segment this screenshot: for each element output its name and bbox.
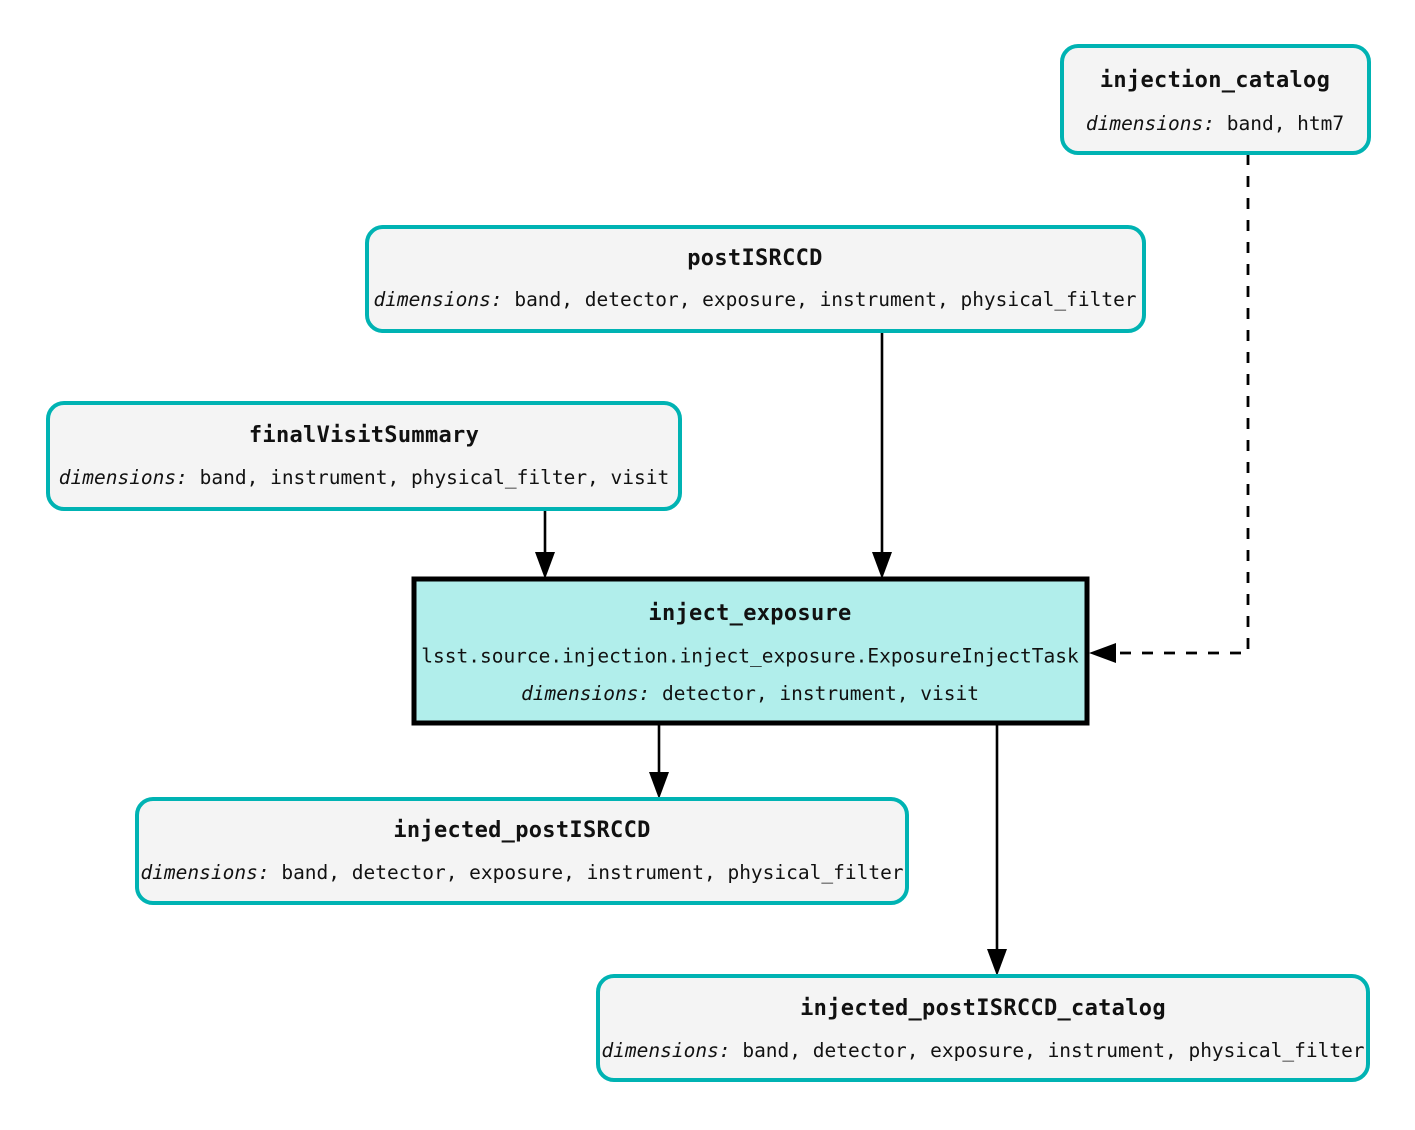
node-dimensions: dimensions: band, detector, exposure, in… xyxy=(140,861,903,884)
dimensions-value: band, instrument, physical_filter, visit xyxy=(200,466,670,489)
node-dimensions: dimensions: band, instrument, physical_f… xyxy=(59,466,670,489)
dimensions-value: band, detector, exposure, instrument, ph… xyxy=(742,1039,1364,1062)
node-box[interactable] xyxy=(596,974,1370,1082)
node-injected-postisrccd[interactable]: injected_postISRCCD dimensions: band, de… xyxy=(135,797,909,905)
arrow-head-icon xyxy=(987,949,1007,976)
dimensions-value: band, htm7 xyxy=(1227,112,1344,135)
edge-inject_exposure-to-injected_postISRCCD_catalog xyxy=(987,724,1007,976)
node-injection-catalog[interactable]: injection_catalog dimensions: band, htm7 xyxy=(1060,44,1371,155)
node-dimensions: dimensions: detector, instrument, visit xyxy=(521,682,979,705)
dimensions-label: dimensions: xyxy=(521,682,650,705)
node-finalvisitsummary[interactable]: finalVisitSummary dimensions: band, inst… xyxy=(46,401,682,511)
node-injected-postisrccd-catalog[interactable]: injected_postISRCCD_catalog dimensions: … xyxy=(596,974,1370,1082)
dimensions-label: dimensions: xyxy=(59,466,188,489)
node-inject-exposure-task[interactable]: inject_exposure lsst.source.injection.in… xyxy=(411,576,1090,726)
node-title: injected_postISRCCD_catalog xyxy=(800,996,1166,1021)
node-postisrccd[interactable]: postISRCCD dimensions: band, detector, e… xyxy=(365,225,1146,333)
node-box[interactable] xyxy=(411,576,1090,726)
node-task-class: lsst.source.injection.inject_exposure.Ex… xyxy=(421,645,1079,668)
node-dimensions: dimensions: band, detector, exposure, in… xyxy=(601,1039,1364,1062)
edge-postISRCCD-to-inject_exposure xyxy=(872,331,892,579)
arrow-head-icon xyxy=(872,552,892,579)
node-box[interactable] xyxy=(365,225,1146,333)
node-title: inject_exposure xyxy=(648,601,851,626)
node-box[interactable] xyxy=(46,401,682,511)
node-title: injected_postISRCCD xyxy=(393,818,650,843)
dimensions-value: detector, instrument, visit xyxy=(662,682,979,705)
node-title: injection_catalog xyxy=(1100,68,1330,93)
node-dimensions: dimensions: band, detector, exposure, in… xyxy=(373,288,1136,311)
dimensions-value: band, detector, exposure, instrument, ph… xyxy=(514,288,1136,311)
arrow-head-icon xyxy=(535,552,555,579)
node-title: finalVisitSummary xyxy=(249,423,479,448)
edge-finalVisitSummary-to-inject_exposure xyxy=(535,511,555,579)
dimensions-label: dimensions: xyxy=(140,861,269,884)
node-box[interactable] xyxy=(1060,44,1371,155)
dimensions-label: dimensions: xyxy=(1086,112,1215,135)
arrow-head-icon xyxy=(649,772,669,799)
dimensions-value: band, detector, exposure, instrument, ph… xyxy=(281,861,903,884)
node-box[interactable] xyxy=(135,797,909,905)
dimensions-label: dimensions: xyxy=(601,1039,730,1062)
node-title: postISRCCD xyxy=(687,246,822,271)
node-dimensions: dimensions: band, htm7 xyxy=(1086,112,1344,135)
edge-inject_exposure-to-injected_postISRCCD xyxy=(649,724,669,799)
arrow-head-icon xyxy=(1089,643,1116,663)
edge-injection_catalog-to-inject_exposure xyxy=(1089,154,1250,663)
dimensions-label: dimensions: xyxy=(373,288,502,311)
